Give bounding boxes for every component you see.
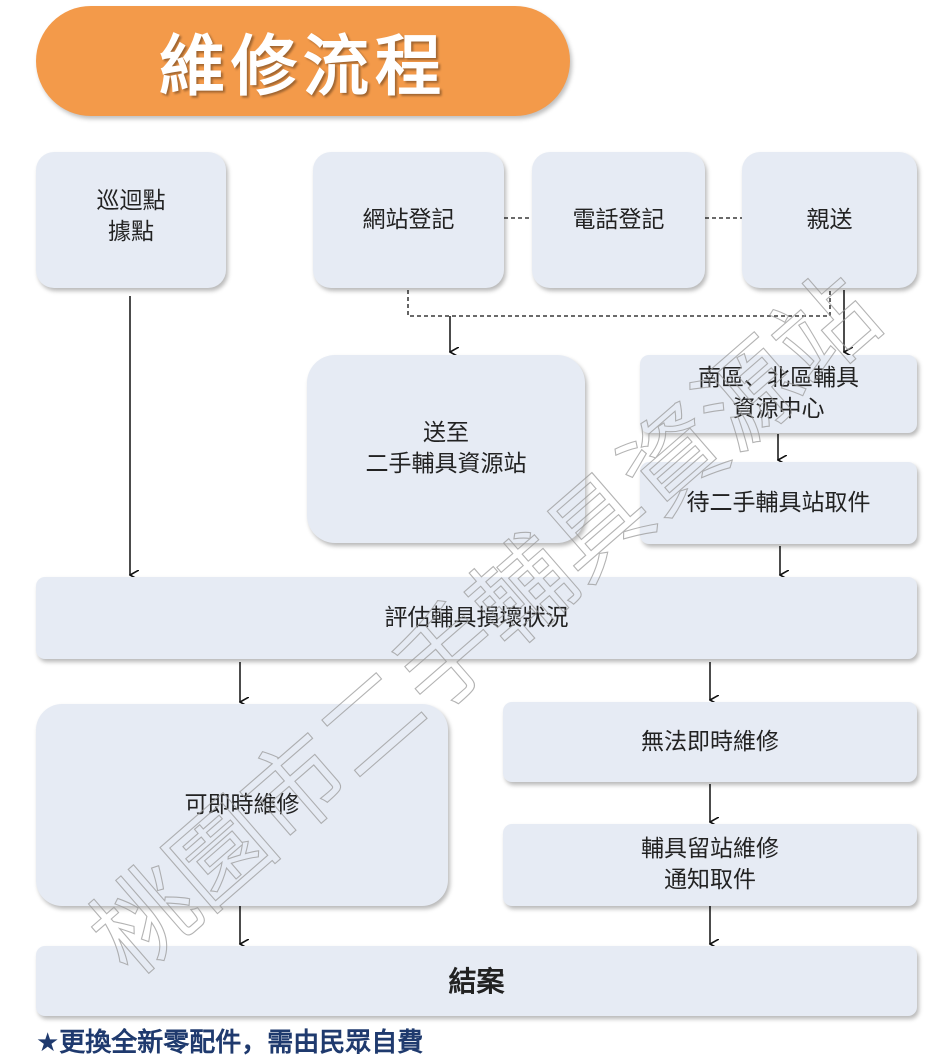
box-patrol-line1: 巡迴點 [96, 188, 166, 214]
box-await-pickup: 待二手輔具站取件 [640, 462, 917, 544]
title-banner: 維修流程 [36, 6, 570, 116]
box-immediate-label: 可即時維修 [184, 791, 300, 818]
box-stay-repair: 輔具留站維修 通知取件 [503, 824, 917, 906]
page-title: 維修流程 [159, 28, 447, 105]
box-stay-line2: 通知取件 [664, 867, 756, 893]
box-sendto-line1: 送至 [423, 420, 469, 446]
box-patrol-line2: 據點 [108, 219, 154, 245]
box-website-registration: 網站登記 [313, 152, 504, 288]
box-center-line1: 南區、北區輔具 [698, 365, 859, 391]
box-case-closed: 結案 [36, 946, 917, 1016]
box-phone-label: 電話登記 [572, 206, 665, 233]
box-patrol-point: 巡迴點 據點 [36, 152, 226, 288]
box-stay-line1: 輔具留站維修 [641, 836, 779, 862]
box-cannot-repair-immediately: 無法即時維修 [503, 702, 917, 782]
box-assess-damage: 評估輔具損壞狀況 [36, 577, 917, 659]
box-sendto-line2: 二手輔具資源站 [365, 451, 527, 477]
box-notimmediate-label: 無法即時維修 [641, 728, 779, 755]
footnote-self-pay: ★更換全新零配件，需由民眾自費 [36, 1028, 424, 1058]
box-delivery-label: 親送 [806, 206, 853, 233]
box-assess-label: 評估輔具損壞狀況 [384, 604, 569, 631]
box-immediate-repair: 可即時維修 [36, 704, 448, 906]
box-send-to-station: 送至 二手輔具資源站 [307, 355, 585, 543]
box-close-label: 結案 [448, 964, 505, 998]
box-website-label: 網站登記 [362, 206, 455, 233]
box-pickup-label: 待二手輔具站取件 [686, 489, 871, 516]
box-center-line2: 資源中心 [732, 396, 825, 422]
box-resource-center: 南區、北區輔具 資源中心 [640, 355, 917, 433]
box-in-person-delivery: 親送 [742, 152, 917, 288]
dash-bracket [407, 290, 831, 317]
box-phone-registration: 電話登記 [532, 152, 705, 288]
